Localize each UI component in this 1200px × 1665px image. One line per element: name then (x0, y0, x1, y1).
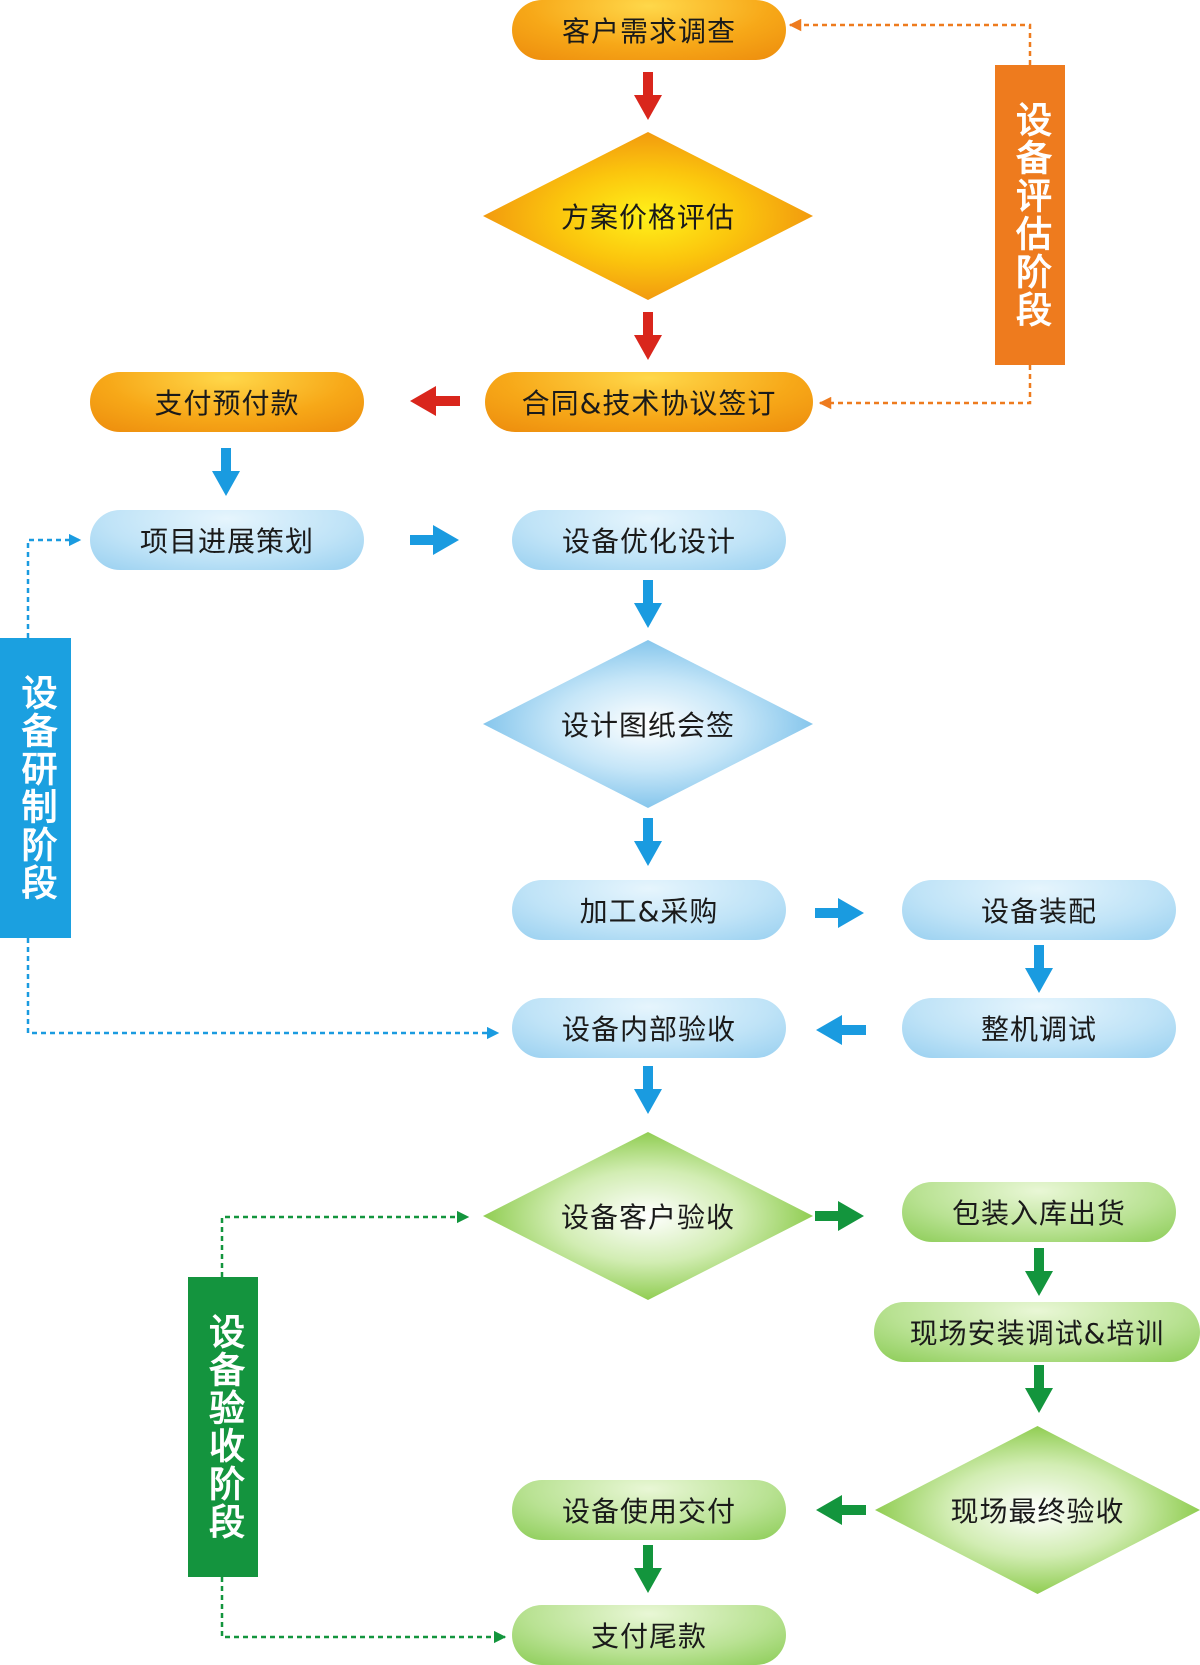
node-processing-purchase: 加工&采购 (512, 880, 786, 940)
node-customer-acceptance: 设备客户验收 (483, 1132, 813, 1300)
arrow-internal-to-customer (634, 1066, 662, 1114)
node-final-payment: 支付尾款 (512, 1605, 786, 1665)
arrow-commissioning-to-internal (816, 1015, 866, 1045)
acc-loop-connector-top (220, 1210, 470, 1277)
node-internal-acceptance: 设备内部验收 (512, 998, 786, 1058)
arrow-processing-to-assembly (815, 898, 864, 928)
node-drawing-review: 设计图纸会签 (483, 640, 813, 808)
arrow-install-to-final (1025, 1365, 1053, 1413)
node-final-acceptance: 现场最终验收 (875, 1426, 1200, 1594)
arrow-payment-to-planning (212, 448, 240, 496)
node-delivery: 设备使用交付 (512, 1480, 786, 1540)
node-design-optimize: 设备优化设计 (512, 510, 786, 570)
node-onsite-install-training: 现场安装调试&培训 (874, 1302, 1200, 1362)
node-drawing-review-label: 设计图纸会签 (560, 709, 735, 742)
arrow-final-to-delivery (816, 1495, 866, 1525)
node-packing-shipping: 包装入库出货 (902, 1182, 1176, 1242)
node-customer-survey: 客户需求调查 (512, 0, 786, 60)
arrow-contract-to-payment (410, 386, 460, 416)
node-commissioning: 整机调试 (902, 998, 1176, 1058)
dev-loop-connector-top (26, 533, 82, 638)
node-contract-sign: 合同&技术协议签订 (485, 372, 813, 432)
arrow-design-to-drawing (634, 580, 662, 628)
node-customer-acceptance-label: 设备客户验收 (560, 1201, 735, 1234)
arrow-survey-to-eval (634, 72, 662, 120)
node-advance-payment: 支付预付款 (90, 372, 364, 432)
arrow-customer-to-packing (815, 1201, 864, 1231)
node-plan-price-eval-label: 方案价格评估 (560, 201, 735, 234)
acc-loop-connector-bottom (220, 1577, 507, 1644)
node-plan-price-eval: 方案价格评估 (483, 132, 813, 300)
node-assembly: 设备装配 (902, 880, 1176, 940)
arrow-delivery-to-payment (634, 1545, 662, 1593)
eval-loop-connector-bottom (818, 365, 1032, 410)
eval-loop-connector (788, 18, 1032, 65)
dev-loop-connector-bottom (26, 938, 500, 1040)
arrow-packing-to-install (1025, 1248, 1053, 1296)
arrow-eval-to-contract (634, 312, 662, 360)
arrow-planning-to-design (410, 525, 459, 555)
arrow-assembly-to-commissioning (1025, 945, 1053, 993)
stage-evaluation-label: 设备评估阶段 (995, 65, 1065, 365)
arrow-drawing-to-processing (634, 818, 662, 866)
node-project-planning: 项目进展策划 (90, 510, 364, 570)
node-final-acceptance-label: 现场最终验收 (950, 1495, 1125, 1528)
stage-acceptance-label: 设备验收阶段 (188, 1277, 258, 1577)
stage-development-label: 设备研制阶段 (0, 638, 71, 938)
